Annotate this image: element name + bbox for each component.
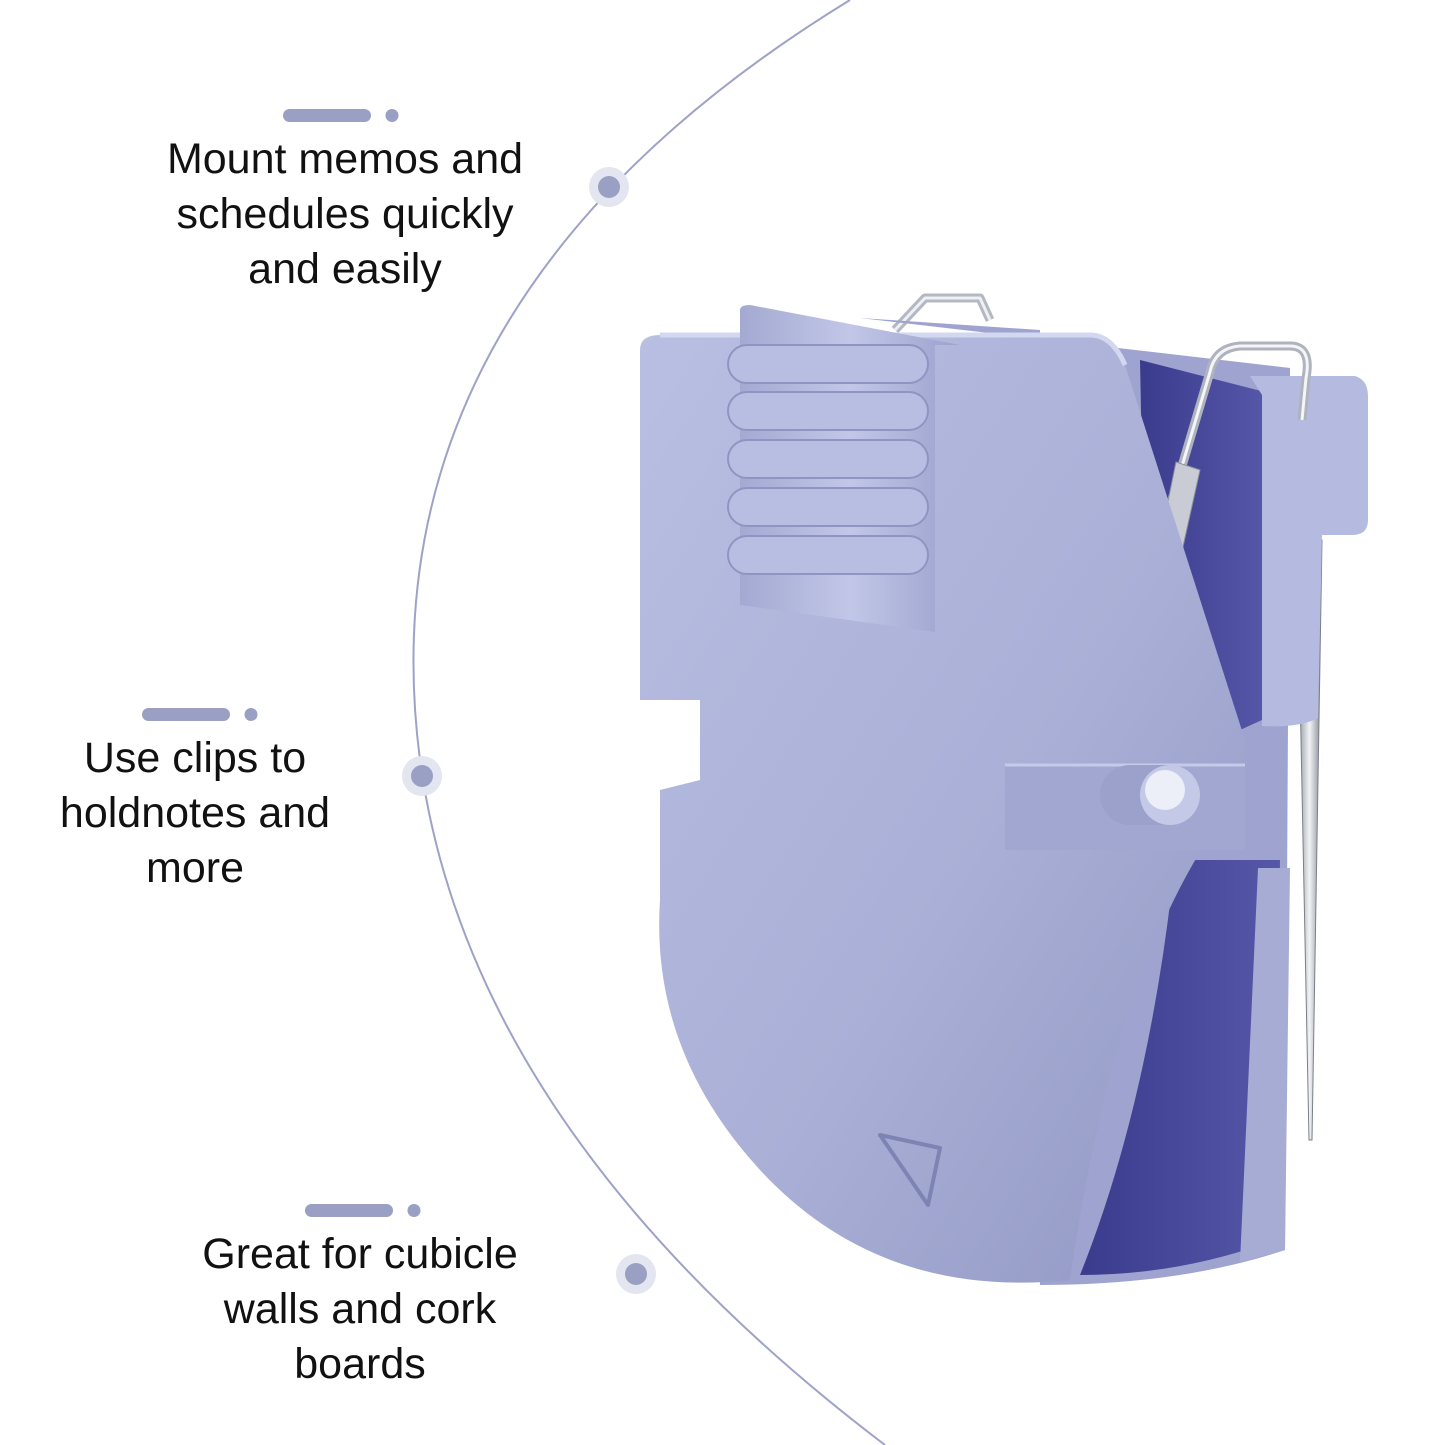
side-block bbox=[1250, 376, 1368, 727]
feature-text-mount-memos: Mount memos and schedules quickly and ea… bbox=[166, 135, 524, 293]
memo-clip-illustration bbox=[640, 293, 1368, 1285]
ridged-grip bbox=[727, 305, 960, 632]
arc-node-marker-3 bbox=[616, 1254, 656, 1294]
feature-1-decoration bbox=[283, 109, 399, 122]
arc-node-marker-1 bbox=[589, 167, 629, 207]
feature-text-great-for-cubicle: Great for cubicle walls and cork boards bbox=[202, 1230, 518, 1388]
feature-2-decoration bbox=[142, 708, 258, 721]
arc-node-marker-2 bbox=[402, 756, 442, 796]
feature-3-decoration bbox=[305, 1204, 421, 1217]
hinge-pin bbox=[1100, 765, 1200, 825]
feature-text-use-clips: Use clips to holdnotes and more bbox=[59, 734, 331, 892]
triangle-marker-icon bbox=[878, 1133, 942, 1207]
